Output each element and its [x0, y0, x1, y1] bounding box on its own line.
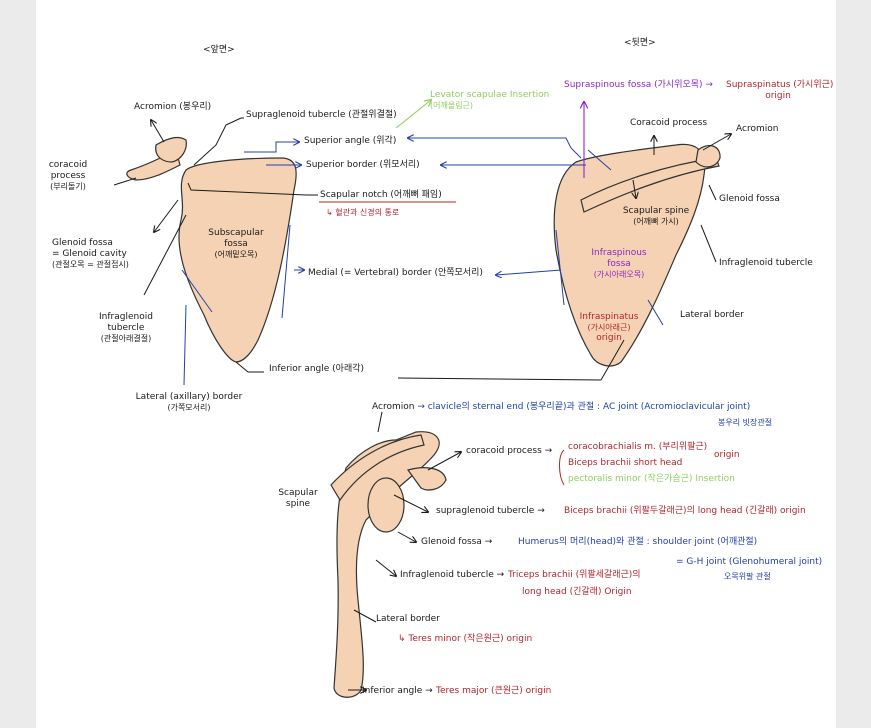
infraspinatus-origin-label: Infraspinatus (가시아래근) origin: [579, 312, 639, 343]
supraglenoid-tubercle-lateral-label: supraglenoid tubercle →: [436, 506, 545, 516]
acromion-label: Acromion (봉우리): [134, 102, 212, 112]
coracoid-process-posterior-label: Coracoid process: [630, 118, 708, 128]
infraglenoid-tubercle-posterior-label: Infraglenoid tubercle: [719, 258, 813, 268]
glenoid-fossa-posterior-label: Glenoid fossa: [719, 194, 780, 204]
scapular-spine-label: Scapular spine (어깨뼈 가시): [622, 206, 690, 226]
biceps-short-head-label: Biceps brachii short head: [568, 458, 683, 468]
lateral-pointers: [348, 411, 461, 690]
anterior-blue-marks: [181, 142, 304, 386]
supraspinous-fossa-label: Supraspinous fossa (가시위오목) →: [564, 80, 713, 90]
scapular-notch-label: Scapular notch (어깨뼈 패임): [320, 190, 442, 200]
glenoid-fossa-lateral-label: Glenoid fossa →: [421, 537, 493, 547]
inferior-angle-lateral-label: Inferior angle →: [362, 686, 433, 696]
coracobrachialis-label: coracobrachialis m. (부리위팔근): [568, 442, 708, 452]
posterior-pointers: [397, 134, 731, 381]
acromion-posterior-label: Acromion: [736, 124, 779, 134]
bracket-origin-label: origin: [714, 450, 740, 460]
glenoid-fossa-label: Glenoid fossa = Glenoid cavity (관절오목 = 관…: [52, 238, 129, 269]
superior-angle-label: Superior angle (위각): [304, 136, 397, 146]
levator-arrow: [395, 100, 431, 129]
gh-joint-label: = G-H joint (Glenohumeral joint): [676, 557, 823, 567]
inferior-angle-label: Inferior angle (아래각): [269, 364, 365, 374]
lateral-border-lateral-label: Lateral border: [376, 614, 440, 624]
coracoid-process-label: coracoid process (부리돌기): [48, 160, 88, 191]
superior-border-label: Superior border (위모서리): [306, 160, 420, 170]
anterior-scapula: [126, 136, 297, 363]
infraglenoid-tubercle-label: Infraglenoid tubercle (관절아래결절): [99, 312, 153, 343]
sketch-page: <앞면> <뒷면> Acromion (봉우리) Supraglenoid tu…: [36, 0, 836, 728]
scapular-spine-lateral-label: Scapular spine: [278, 488, 318, 509]
teres-major-label: Teres major (큰원근) origin: [436, 686, 552, 696]
medial-border-label: Medial (= Vertebral) border (안쪽모서리): [308, 268, 483, 278]
posterior-blue-marks: [408, 138, 664, 326]
posterior-scapula: [553, 143, 721, 367]
subscapular-fossa-label: Subscapular fossa (어깨밑오목): [208, 228, 264, 259]
infraglenoid-tubercle-lateral-label: Infraglenoid tubercle →: [400, 570, 505, 580]
anterior-view-header: <앞면>: [203, 45, 235, 55]
supraspinatus-origin-label: Supraspinatus (가시위근) origin: [726, 80, 834, 101]
gh-joint-korean-label: 오목위팔 관절: [724, 572, 771, 581]
origin-bracket: [559, 449, 565, 486]
ac-joint-korean-label: 봉우리 빗장관절: [718, 418, 773, 427]
humerus-joint-label: Humerus의 머리(head)와 관절 : shoulder joint (…: [518, 537, 758, 547]
triceps-long-head-label: Triceps brachii (위팔세갈래근)의 long head (긴갈래…: [508, 570, 641, 597]
lateral-border-posterior-label: Lateral border: [680, 310, 744, 320]
biceps-long-head-label: Biceps brachii (위팔두갈래근)의 long head (긴갈래)…: [564, 506, 806, 516]
levator-scapulae-label: Levator scapulae Insertion (어깨올림근): [430, 90, 550, 110]
supraglenoid-tubercle-label: Supraglenoid tubercle (관절위결절): [246, 110, 397, 120]
lateral-border-label: Lateral (axillary) border (가쪽모서리): [135, 392, 243, 412]
acromion-lateral-label: Acromion → clavicle의 sternal end (봉우리끝)과…: [372, 402, 751, 412]
lateral-scapula: [330, 431, 447, 698]
anterior-pointers: [113, 117, 318, 373]
scapular-notch-note: ↳ 혈관과 신경의 통로: [326, 208, 400, 217]
pectoralis-minor-label: pectoralis minor (작은가슴근) Insertion: [568, 474, 735, 484]
scapula-drawings: [113, 0, 836, 698]
infraspinous-fossa-label: Infraspinous fossa (가시아래오목): [591, 248, 647, 279]
teres-minor-label: ↳ Teres minor (작은원근) origin: [398, 634, 533, 644]
coracoid-process-lateral-label: coracoid process →: [466, 446, 553, 456]
posterior-view-header: <뒷면>: [624, 38, 656, 48]
